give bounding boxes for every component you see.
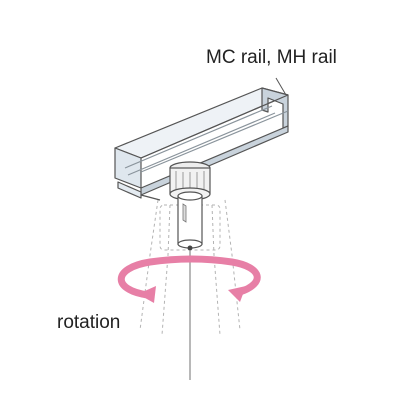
- rotation-arrow-icon: [117, 255, 261, 303]
- rail-type-label: MC rail, MH rail: [206, 47, 337, 68]
- rail-profile-icon: [114, 87, 289, 201]
- label-leader-line: [275, 77, 287, 96]
- rotation-label: rotation: [57, 312, 121, 333]
- hanger-fitting-icon: [169, 161, 211, 251]
